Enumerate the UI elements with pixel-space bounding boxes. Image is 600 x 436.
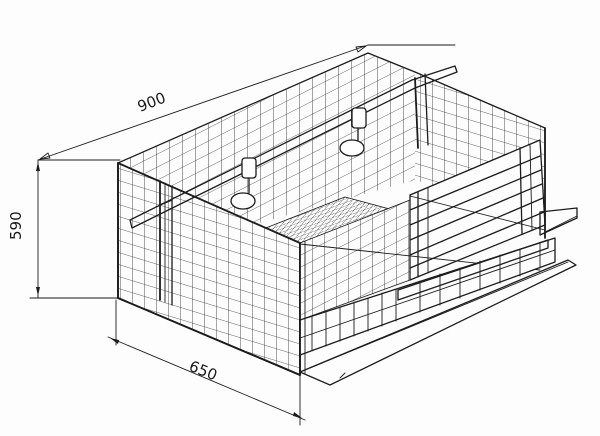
dimension-label-900: 900 (135, 89, 168, 116)
dimension-590: 590 (7, 159, 121, 299)
front-door (299, 139, 546, 281)
front-mesh-wall (299, 199, 411, 321)
dimension-label-650: 650 (187, 357, 220, 384)
drinker-right (339, 107, 367, 157)
feeder-rail (539, 207, 578, 236)
corner-posts (117, 127, 546, 376)
drinker-rail (129, 65, 458, 229)
dropping-tray (299, 259, 577, 386)
drinker-left (230, 157, 257, 210)
dimension-label-590: 590 (7, 211, 25, 240)
